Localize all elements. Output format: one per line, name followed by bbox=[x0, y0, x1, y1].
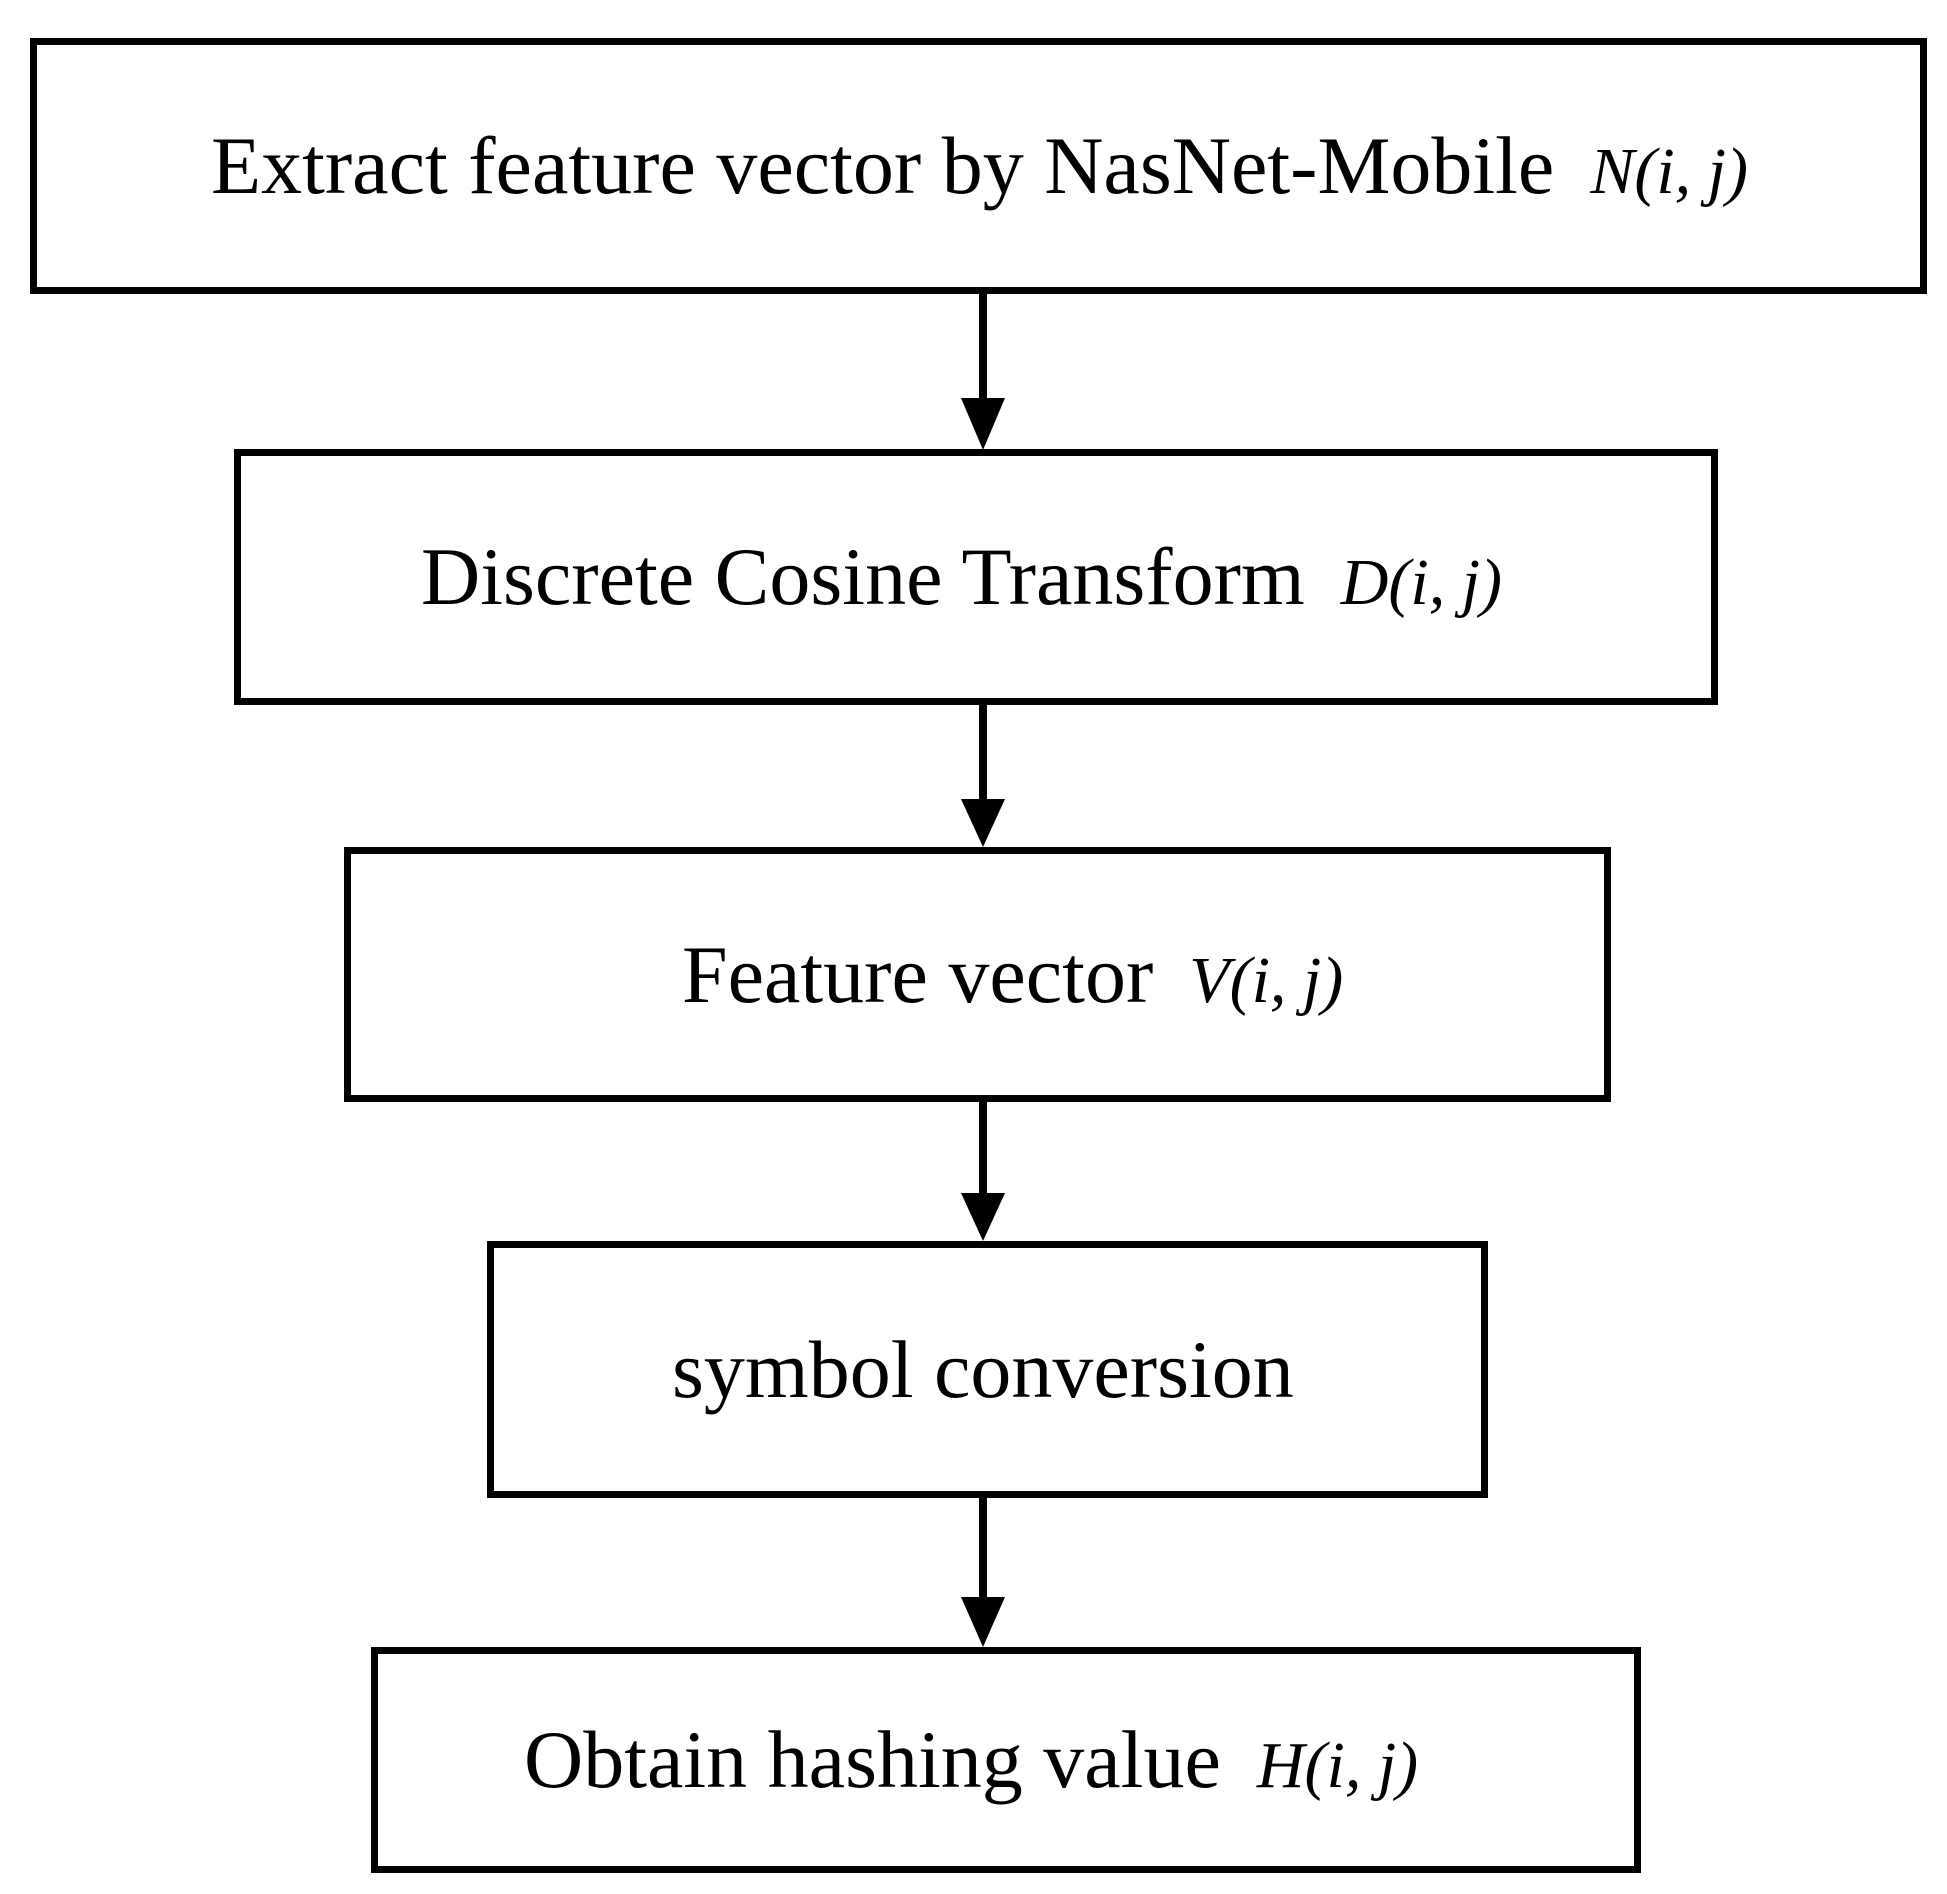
step-label: Discrete Cosine Transform bbox=[421, 531, 1305, 622]
step-args: (i, j) bbox=[1388, 546, 1503, 619]
step-box-feature-vector: Feature vector V(i, j) bbox=[344, 847, 1611, 1102]
arrow-down-icon bbox=[961, 290, 1005, 450]
step-box-dct: Discrete Cosine Transform D(i, j) bbox=[234, 449, 1718, 705]
step-label: Extract feature vector by NasNet-Mobile bbox=[211, 120, 1555, 211]
step-text: symbol conversion bbox=[672, 1328, 1294, 1411]
arrow-down-icon bbox=[961, 1494, 1005, 1647]
step-symbol: V bbox=[1189, 943, 1230, 1017]
step-box-extract-feature: Extract feature vector by NasNet-Mobile N… bbox=[30, 38, 1927, 294]
step-symbol: H bbox=[1256, 1729, 1305, 1802]
step-symbol-expression: D(i, j) bbox=[1341, 546, 1502, 619]
step-symbol-expression: N(i, j) bbox=[1590, 135, 1748, 208]
step-box-symbol-conversion: symbol conversion bbox=[487, 1241, 1488, 1498]
arrow-down-icon bbox=[961, 1098, 1005, 1241]
step-symbol-expression: H(i, j) bbox=[1257, 1729, 1418, 1802]
step-label: Obtain hashing value bbox=[524, 1714, 1221, 1805]
arrow-down-icon bbox=[961, 701, 1005, 847]
step-args: (i, j) bbox=[1304, 1729, 1419, 1802]
step-symbol-expression: V(i, j) bbox=[1189, 944, 1343, 1017]
step-label: Feature vector bbox=[682, 928, 1154, 1020]
step-args: (i, j) bbox=[1229, 943, 1344, 1017]
step-symbol: D bbox=[1340, 546, 1389, 619]
step-box-hashing-value: Obtain hashing value H(i, j) bbox=[371, 1647, 1641, 1873]
step-label: symbol conversion bbox=[672, 1323, 1294, 1415]
step-symbol: N bbox=[1590, 135, 1635, 208]
step-args: (i, j) bbox=[1634, 135, 1748, 208]
